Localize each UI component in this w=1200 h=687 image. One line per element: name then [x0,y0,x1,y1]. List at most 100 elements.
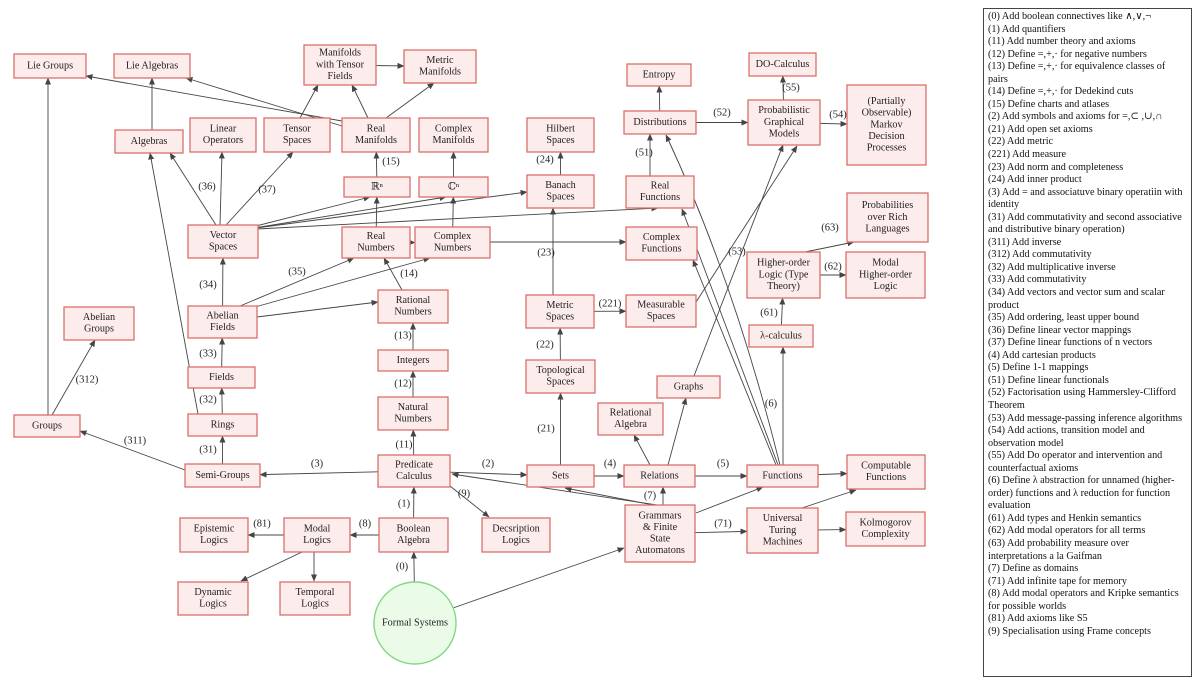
node-label-metric-spaces-line0: Metric [546,300,574,311]
node-label-pomdp-line2: Markov [870,119,903,130]
node-shape-complex-numbers [414,226,491,259]
edge-label-9: (9) [458,488,471,499]
edge-formal-systems-to-boolean-algebra [410,551,417,583]
node-label-kolmogorov-line1: Complexity [861,529,910,540]
node-shape-graphs [656,375,721,399]
node-label-tensor-spaces-line0: Tensor [283,124,311,135]
node-shape-abelian-fields [187,305,258,339]
node-label-hilbert-spaces-line1: Spaces [546,135,574,146]
edge-label-22: (22) [536,339,554,350]
node-label-complex-manifolds-line0: Complex [435,124,472,135]
node-shape-boolean-algebra [378,517,449,553]
legend-entry-11: (11) Add number theory and axioms [988,36,1136,48]
edge-rational-numbers-to-real-numbers [383,257,403,291]
legend-entry-33: (33) Add commutativity [988,274,1087,286]
edge-complex-numbers-to-cn [450,196,457,228]
node-label-grammars-fsa-line0: Grammars [639,510,682,521]
node-relations: Relations [623,464,696,488]
node-label-hol-line2: Theory) [767,281,800,292]
node-label-hilbert-spaces-line0: Hilbert [546,124,575,135]
node-shape-natural-numbers [377,396,449,431]
node-shape-pgm [747,99,821,146]
legend-entry-14: (14) Define =,+,· for Dedekind cuts [988,86,1134,98]
node-graphs: Graphs [656,375,721,399]
node-label-temporal-logics-node-line0: Temporal [296,587,335,598]
legend-panel: (0) Add boolean connectives like ∧,∨,¬(1… [983,8,1192,677]
node-label-lie-groups-line0: Lie Groups [27,60,73,71]
edge-label-13: (13) [394,330,412,341]
legend-entry-34: (34) Add vectors and vector sum and scal… [988,287,1165,311]
legend-entry-22: (22) Add metric [988,136,1054,148]
node-shape-predicate-calculus [377,454,451,488]
legend-entry-8: (8) Add modal operators and Kripke seman… [988,588,1179,612]
legend-entry-312: (312) Add commutativity [988,249,1092,261]
legend-entry-311: (311) Add inverse [988,236,1062,248]
node-label-modal-hol-line2: Logic [874,281,898,292]
node-shape-description-logics [481,517,551,553]
node-shape-formal-systems [373,581,457,665]
node-shape-lambda-calculus [748,324,814,348]
edge-abelian-fields-to-complex-numbers [254,256,431,308]
node-label-real-functions-line1: Functions [640,192,680,203]
node-fields: Fields [187,366,256,389]
node-pomdp: (PartiallyObservable)MarkovDecisionProce… [846,84,927,166]
legend-entry-55: (55) Add Do operator and intervention an… [988,450,1163,474]
edge-functions-to-distributions [665,134,781,466]
node-label-entropy-line0: Entropy [643,69,677,80]
node-label-measurable-spaces-line0: Measurable [637,300,685,311]
edge-vector-spaces-to-banach-spaces [255,189,528,229]
legend-entry-53: (53) Add message-passing inference algor… [988,412,1183,424]
node-label-grammars-fsa-line1: & Finite [643,522,678,533]
legend-entry-21: (21) Add open set axioms [988,123,1093,135]
edge-label-34: (34) [199,279,217,290]
edge-label-36: (36) [198,181,216,192]
edge-label-7: (7) [644,490,657,501]
edge-groups-to-abelian-groups [51,339,96,416]
node-label-metric-manifolds-line1: Manifolds [419,67,461,78]
edge-label-1: (1) [398,498,411,509]
edge-measurable-spaces-to-pgm [695,145,798,303]
edge-vector-spaces-to-rn [251,195,371,228]
node-label-modal-hol-line1: Higher-order [859,269,913,280]
edge-label-8: (8) [359,518,372,529]
node-shape-dynamic-logics-node [177,581,249,616]
edge-tensor-spaces-to-manifolds-tensor-fields [299,84,319,119]
edge-functions-to-complex-functions [692,259,777,466]
node-label-pgm-line2: Models [769,128,800,139]
edge-fields-to-abelian-fields [219,337,226,368]
node-label-real-functions-line0: Real [651,181,670,192]
node-shape-modal-hol [845,251,926,299]
node-label-metric-spaces-line1: Spaces [546,312,574,323]
edge-label-33: (33) [199,348,217,359]
node-shape-manifolds-tensor-fields [303,44,377,86]
edge-label-21: (21) [537,423,555,434]
node-lie-algebras: Lie Algebras [113,53,191,79]
legend-entry-13: (13) Define =,+,· for equivalence classe… [988,61,1166,85]
edge-predicate-calculus-to-semi-groups [259,471,379,478]
edge-predicate-calculus-to-description-logics [449,485,490,518]
legend-entry-23: (23) Add norm and completeness [988,161,1124,173]
node-label-formal-systems-line0: Formal Systems [382,617,448,628]
node-label-lambda-calculus-line0: λ-calculus [760,330,802,341]
node-sets: Sets [526,464,595,488]
node-label-epistemic-logics-line0: Epistemic [194,524,235,535]
edge-rings-to-fields [218,387,225,415]
node-shape-topological-spaces [525,359,596,394]
node-label-grammars-fsa-line2: State [650,534,671,545]
node-shape-lie-algebras [113,53,191,79]
